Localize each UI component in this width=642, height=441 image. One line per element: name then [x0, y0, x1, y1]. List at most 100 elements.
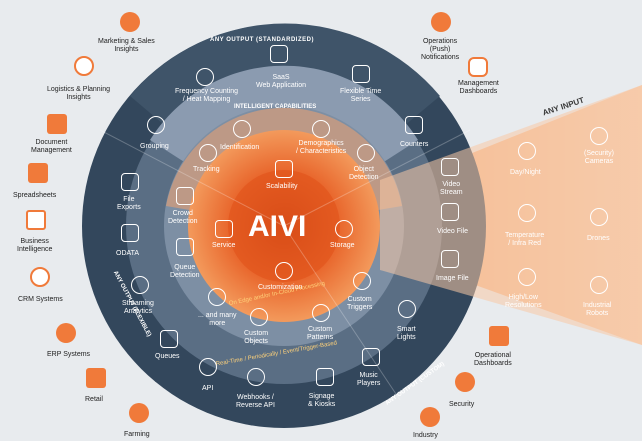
flex-streaming: Streaming Analytics [122, 300, 154, 315]
input-resolutions: High/Low Resolutions [505, 294, 542, 309]
retail-icon [86, 368, 106, 388]
center-title: AIVI [248, 210, 307, 243]
queue-icon [176, 238, 194, 256]
intel-crowd: Crowd Detection [168, 210, 198, 225]
custom-smart-lights: Smart Lights [397, 326, 416, 341]
input-video-file: Video File [437, 228, 469, 235]
outer-industry: Industry [413, 432, 438, 439]
intel-queue: Queue Detection [170, 264, 200, 279]
bulb-icon [398, 300, 416, 318]
outer-operational: Operational Dashboards [474, 352, 512, 367]
flex-api: API [202, 385, 214, 392]
outer-retail: Retail [85, 396, 103, 403]
input-image-file: Image File [436, 275, 469, 282]
camera-icon [590, 127, 608, 145]
flex-webhooks: Webhooks / Reverse API [236, 394, 275, 409]
custom-music-players: Music Players [357, 372, 381, 387]
flex-file-exports: File Exports [117, 196, 141, 211]
fingerprint-icon [233, 120, 251, 138]
intel-many-more: ... and many more [198, 312, 237, 327]
live-icon [441, 158, 459, 176]
outer-logistics: Logistics & Planning Insights [47, 86, 111, 101]
intel-tracking: Tracking [193, 166, 220, 173]
intel-custom-patterns: Custom Patterns [307, 326, 334, 341]
intel-custom-objects: Custom Objects [244, 330, 269, 345]
intel-object-detection: Object Detection [349, 166, 379, 181]
intel-identification: Identification [220, 144, 260, 151]
input-drones: Drones [587, 235, 610, 242]
arc-any-output-standardized: ANY OUTPUT (STANDARDIZED) [210, 37, 314, 43]
cloud-icon [208, 288, 226, 306]
tracking-icon [199, 144, 217, 162]
table-icon [121, 224, 139, 242]
std-saas: SaaS Web Application [256, 74, 307, 89]
custom-objects-icon [250, 308, 268, 326]
crm-icon [30, 267, 50, 287]
outer-farming: Farming [124, 431, 150, 438]
operational-dashboard-icon [489, 326, 509, 346]
center-storage: Storage [330, 242, 355, 249]
outer-erp: ERP Systems [47, 351, 91, 358]
arc-intelligent-capabilities: INTELLIGENT CAPABILITIES [234, 104, 317, 110]
wrench-icon [275, 262, 293, 280]
outer-operations-push: Operations (Push) Notifications [421, 38, 460, 61]
input-industrial-robots: Industrial Robots [583, 302, 612, 317]
management-icon [468, 57, 488, 77]
speaker-icon [362, 348, 380, 366]
trigger-icon [353, 272, 371, 290]
grouping-icon [147, 116, 165, 134]
thermometer-icon [518, 204, 536, 222]
document-icon [47, 114, 67, 134]
calendar-icon [352, 65, 370, 83]
std-grouping: Grouping [140, 143, 169, 150]
resolution-icon [518, 268, 536, 286]
signage-icon [316, 368, 334, 386]
eye-icon [312, 120, 330, 138]
intel-demographics: Demographics / Characteristics [296, 140, 347, 155]
outer-crm: CRM Systems [18, 296, 63, 303]
outer-document: Document Management [31, 139, 72, 154]
custom-signage: Signage & Kiosks [308, 393, 336, 408]
day-night-icon [518, 142, 536, 160]
gear-icon [131, 276, 149, 294]
outer-management: Management Dashboards [458, 80, 499, 95]
outer-security: Security [449, 401, 475, 408]
center-scalability: Scalability [266, 183, 298, 190]
std-flex-time-series: Flexible Time Series [340, 88, 382, 103]
database-icon [335, 220, 353, 238]
object-icon [357, 144, 375, 162]
erp-icon [56, 323, 76, 343]
center-service: Service [212, 242, 236, 249]
flex-queues: Queues [155, 353, 180, 360]
outer-marketing: Marketing & Sales Insights [98, 38, 155, 53]
center-customization: Customization [258, 284, 303, 291]
outer-bi: Business Intelligence [17, 238, 53, 253]
image-file-icon [441, 250, 459, 268]
std-counters: Counters [400, 141, 429, 148]
patterns-icon [312, 304, 330, 322]
waveform-icon [215, 220, 233, 238]
input-temperature: Temperature / Infra Red [505, 232, 545, 247]
video-file-icon [441, 203, 459, 221]
file-icon [121, 173, 139, 191]
marketing-icon [120, 12, 140, 32]
crowd-icon [176, 187, 194, 205]
saas-icon [270, 45, 288, 63]
input-day-night: Day/Night [510, 169, 541, 176]
queues-icon [160, 330, 178, 348]
shield-icon [455, 372, 475, 392]
logistics-icon [74, 56, 94, 76]
notification-icon [431, 12, 451, 32]
intel-custom-triggers: Custom Triggers [347, 296, 373, 311]
counter-icon [405, 116, 423, 134]
industry-icon [420, 407, 440, 427]
input-video-stream: Video Stream [440, 181, 463, 196]
flex-odata: ODATA [116, 250, 140, 257]
input-security-cameras: (Security) Cameras [584, 150, 614, 165]
api-icon [199, 358, 217, 376]
outer-spreadsheets: Spreadsheets [13, 192, 57, 199]
drone-icon [590, 208, 608, 226]
robot-icon [590, 276, 608, 294]
expand-icon [275, 160, 293, 178]
